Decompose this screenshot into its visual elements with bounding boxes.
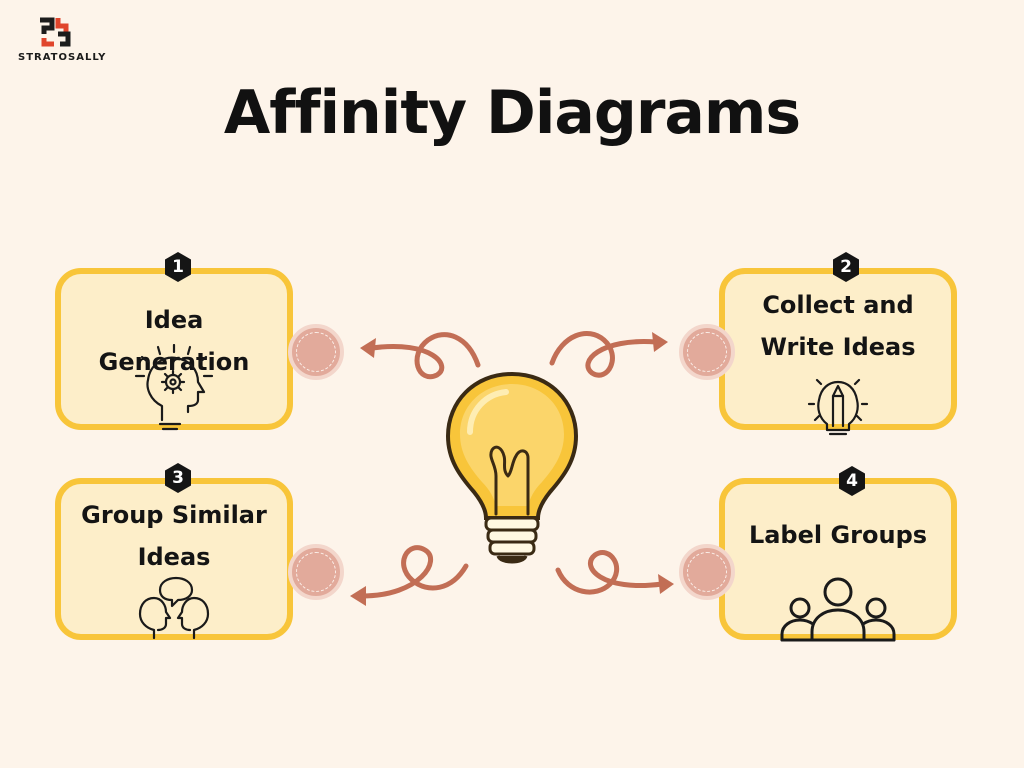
connector-dot-2 xyxy=(679,324,735,380)
discussing-heads-icon xyxy=(138,576,210,640)
step-4-label: Label Groups xyxy=(748,521,928,549)
step-3-badge: 3 xyxy=(162,462,194,494)
arrow-to-step-4 xyxy=(555,550,665,595)
connector-dot-1 xyxy=(288,324,344,380)
lightbulb-icon xyxy=(445,371,579,564)
arrow-to-step-2 xyxy=(549,331,659,378)
connector-dot-3 xyxy=(288,544,344,600)
pencil-bulb-icon xyxy=(807,378,869,436)
arrowhead-2 xyxy=(652,332,668,352)
connector-dot-4 xyxy=(679,544,735,600)
head-gear-bulb-icon xyxy=(134,344,214,431)
arrowhead-4 xyxy=(658,574,674,594)
step-card-2: Collect and Write Ideas xyxy=(719,268,957,436)
step-2-badge: 2 xyxy=(830,251,862,283)
step-card-1: Idea Generation xyxy=(55,268,293,431)
arrowhead-3 xyxy=(350,586,366,606)
step-4-badge: 4 xyxy=(836,465,868,497)
step-card-3: Group Similar Ideas xyxy=(55,478,293,640)
stratosally-logo-mark-icon xyxy=(40,17,71,47)
page-title: Affinity Diagrams xyxy=(223,78,801,148)
stratosally-logo: STRATOSALLY xyxy=(18,14,108,63)
logo-name: STRATOSALLY xyxy=(18,52,107,63)
arrow-to-step-3 xyxy=(359,545,469,599)
step-1-badge: 1 xyxy=(162,251,194,283)
step-card-4: Label Groups xyxy=(719,478,957,642)
arrowhead-1 xyxy=(360,338,376,358)
people-group-icon xyxy=(780,577,896,642)
step-2-label: Collect and Write Ideas xyxy=(760,291,916,361)
arrow-to-step-1 xyxy=(369,332,481,380)
step-3-label: Group Similar Ideas xyxy=(81,501,267,571)
